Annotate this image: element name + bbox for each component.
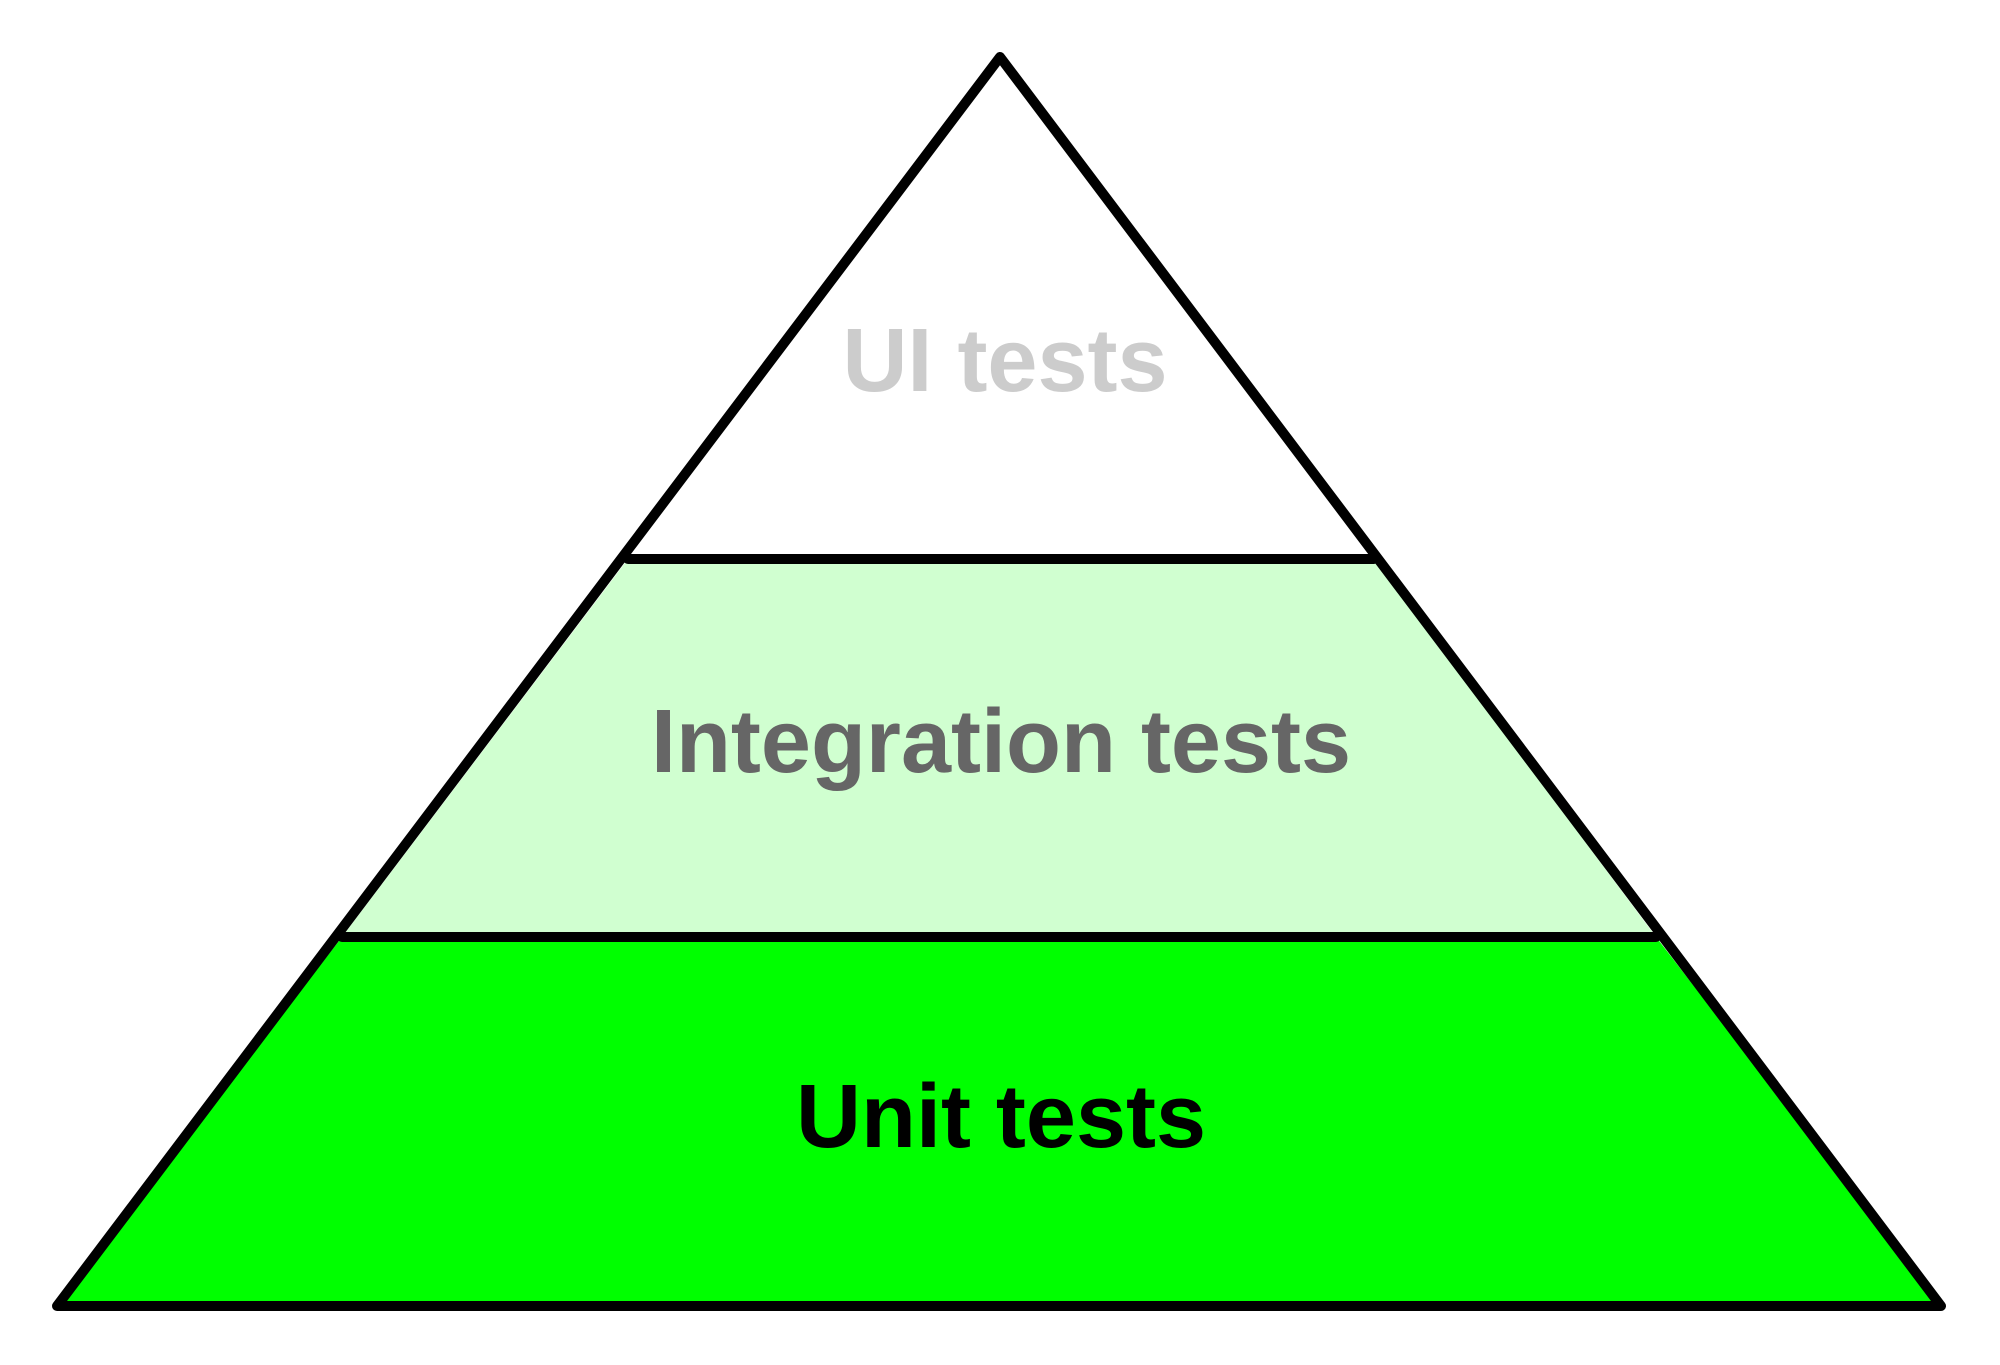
pyramid-layer-unit — [57, 937, 1941, 1306]
pyramid-layer-integration — [342, 559, 1656, 937]
pyramid-outline — [52, 52, 1946, 1311]
pyramid-layer-ui — [628, 57, 1374, 559]
label-integration-tests: Integration tests — [651, 692, 1351, 792]
label-ui-tests: UI tests — [842, 311, 1167, 411]
label-unit-tests: Unit tests — [796, 1067, 1206, 1167]
